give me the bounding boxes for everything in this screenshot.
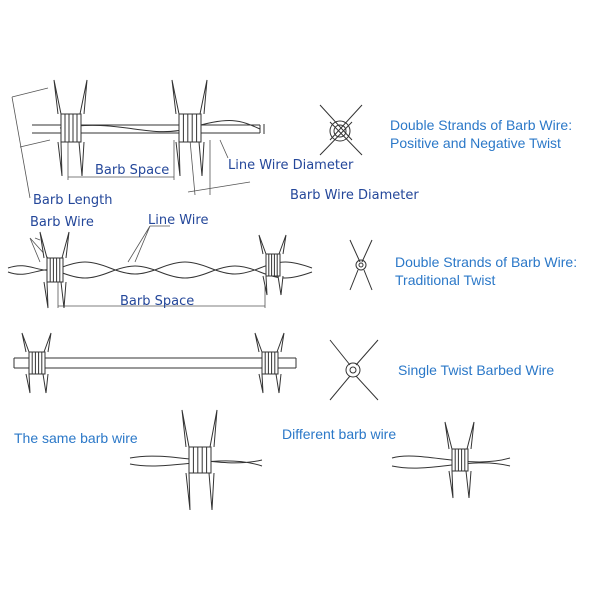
cross-section-single <box>329 339 379 401</box>
barb <box>39 231 70 309</box>
pos-neg-title-1: Double Strands of Barb Wire: <box>390 117 573 133</box>
different-barb-title: Different barb wire <box>282 426 397 442</box>
single-twist-wire <box>13 357 297 369</box>
cross-section-positive-negative <box>319 104 363 156</box>
barb <box>254 332 285 394</box>
line-wire-diameter-label: Line Wire Diameter <box>228 158 354 173</box>
barb <box>53 79 88 177</box>
barb-wire-label: Barb Wire <box>30 215 94 230</box>
different-barb-wire <box>391 455 511 469</box>
barb-space-label-2: Barb Space <box>120 294 195 309</box>
line-wire-label: Line Wire <box>148 213 209 228</box>
barb-length-label: Barb Length <box>33 193 113 208</box>
same-barb-title: The same barb wire <box>14 430 138 446</box>
barb <box>258 234 287 296</box>
dimension-lines <box>11 87 251 199</box>
barb <box>444 421 475 499</box>
traditional-title-2: Traditional Twist <box>395 272 496 288</box>
single-twist-title: Single Twist Barbed Wire <box>398 362 555 378</box>
cross-section-traditional <box>349 239 373 291</box>
pos-neg-title-2: Positive and Negative Twist <box>390 135 561 151</box>
barb <box>21 332 52 394</box>
traditional-title-1: Double Strands of Barb Wire: <box>395 254 578 270</box>
barb <box>171 79 208 177</box>
barb <box>181 409 218 511</box>
barb-wire-diameter-label: Barb Wire Diameter <box>290 188 419 203</box>
barb-space-label: Barb Space <box>95 163 170 178</box>
